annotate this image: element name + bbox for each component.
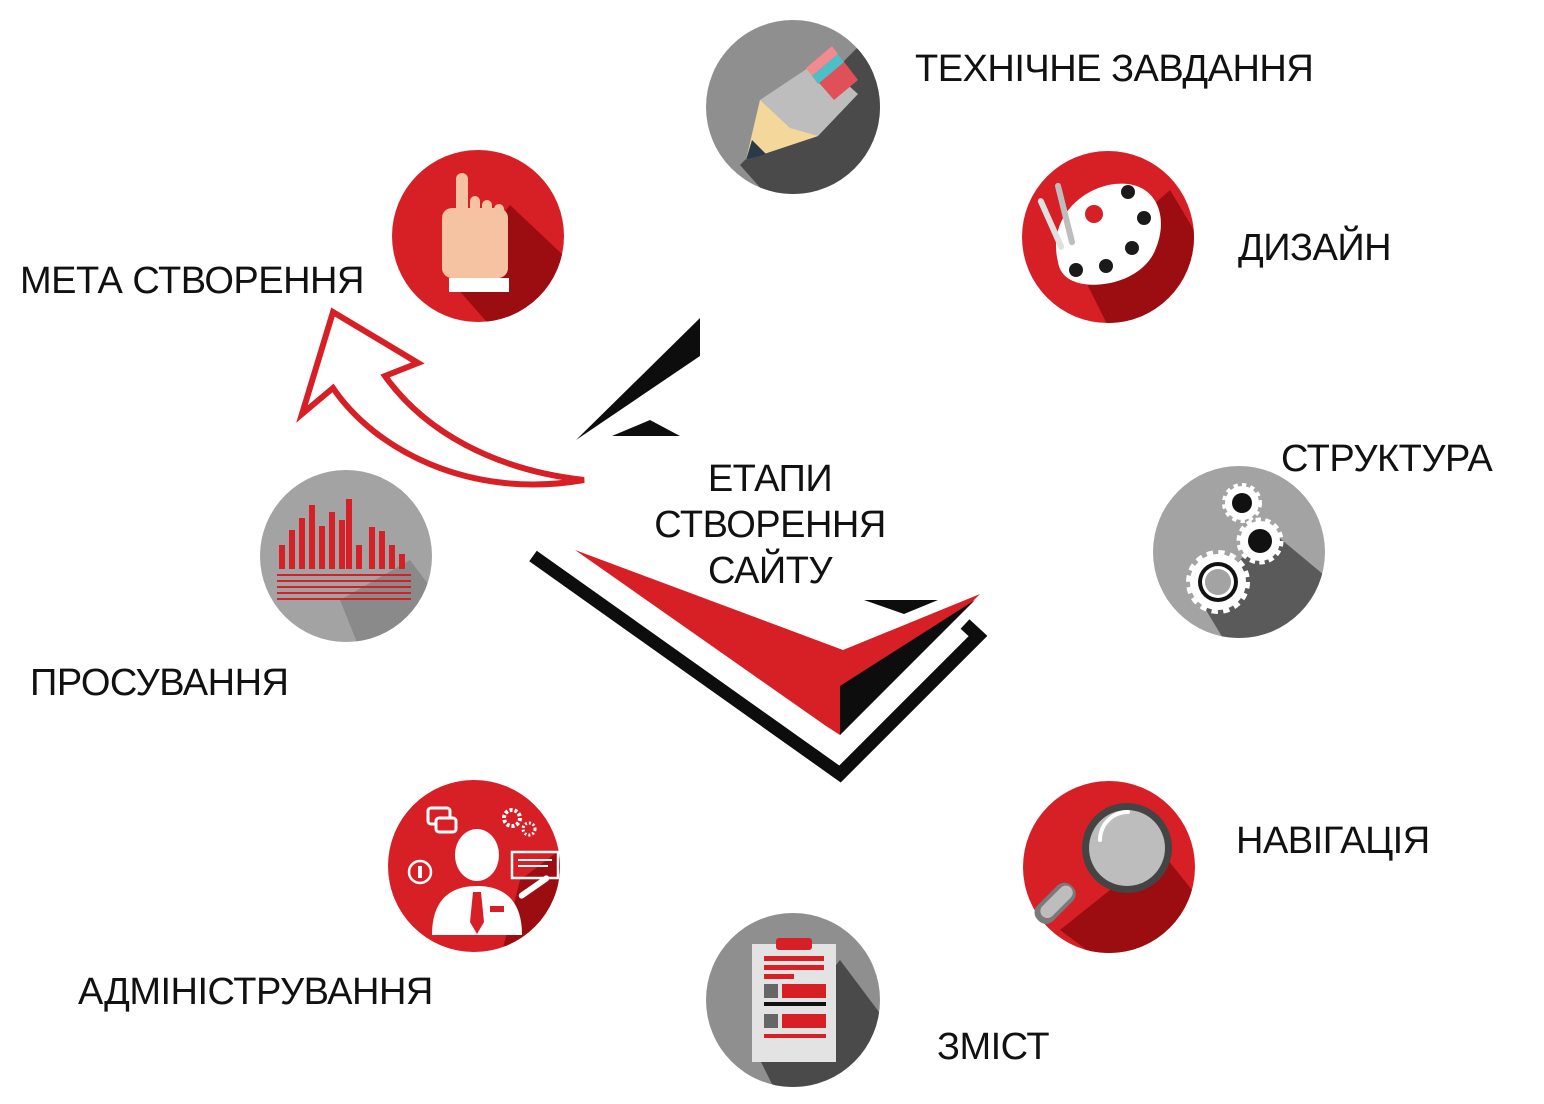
pencil-icon <box>706 20 880 194</box>
stage-label-design: ДИЗАЙН <box>1238 227 1392 269</box>
center-title-line-3: САЙТУ <box>707 550 833 592</box>
stage-label-goal: МЕТА СТВОРЕННЯ <box>20 260 364 302</box>
bar-chart-icon <box>260 470 432 642</box>
curved-arrow <box>296 307 585 488</box>
center-title-line-2: СТВОРЕННЯ <box>654 504 886 546</box>
palette-icon <box>1022 151 1194 323</box>
stage-label-admin: АДМІНІСТРУВАННЯ <box>78 971 433 1013</box>
stage-label-navigation: НАВІГАЦІЯ <box>1236 820 1430 862</box>
center-title-line-1: ЕТАПИ <box>707 458 833 500</box>
magnifier-icon <box>1023 781 1195 953</box>
check-mark <box>529 318 988 783</box>
stage-label-promotion: ПРОСУВАННЯ <box>30 662 289 704</box>
stage-label-structure: СТРУКТУРА <box>1281 438 1493 480</box>
stage-label-content: ЗМІСТ <box>937 1026 1050 1068</box>
user-admin-icon <box>388 780 560 952</box>
clipboard-icon <box>706 913 880 1087</box>
pointing-hand-icon <box>392 150 564 322</box>
gears-icon <box>1153 466 1325 638</box>
center-title: ЕТАПИ СТВОРЕННЯ САЙТУ <box>620 456 920 594</box>
stage-label-spec: ТЕХНІЧНЕ ЗАВДАННЯ <box>915 48 1314 90</box>
